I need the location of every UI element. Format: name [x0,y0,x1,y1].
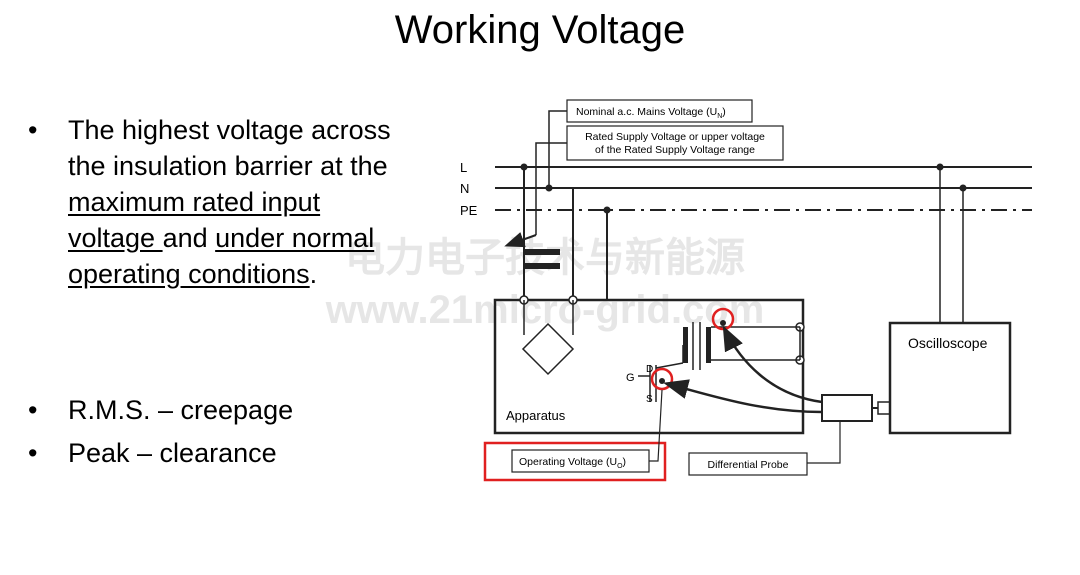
nominal-close: ) [722,106,726,118]
nominal-subscript: N [717,113,722,120]
operating-label: Operating Voltage (U [519,456,617,468]
nominal-voltage-box: Nominal a.c. Mains Voltage (UN) [566,99,753,123]
apparatus-label: Apparatus [506,408,566,423]
rated-label-line-1: Rated Supply Voltage or upper voltage [585,131,765,143]
probe-label: Differential Probe [708,459,789,471]
mains-lines [495,166,1032,211]
bullet-dot: • [28,395,38,425]
watermark-line-2: www.21micro-grid.com [325,288,765,332]
scope-supply-lines [939,167,964,323]
bullet-1-line-1: The highest voltage across [68,115,391,145]
bullet-text-3: Peak – clearance [68,438,277,468]
underlined-phrase: voltage [68,223,163,253]
svg-text:Operating Voltage (UO): Operating Voltage (UO) [519,456,626,470]
bullet-dot: • [28,438,38,468]
bullet-1-line-2: the insulation barrier at the [68,151,388,181]
operating-voltage-highlight [483,441,667,482]
label-l: L [460,160,467,175]
nominal-label: Nominal a.c. Mains Voltage (U [576,106,717,118]
underlined-phrase: under normal [215,223,375,253]
highlight-circle-drain [650,367,674,391]
underlined-phrase: maximum rated input [68,187,321,217]
leader-lines [535,110,567,235]
apparatus-terminals [519,295,805,365]
underlined-phrase: operating conditions [68,259,310,289]
plain-phrase: . [309,259,318,289]
oscilloscope-label: Oscilloscope [908,335,988,351]
bullet-1-line-5: operating conditions. [68,256,391,292]
mosfet [638,345,684,402]
operating-close: ) [623,456,627,468]
source-label: S [646,394,653,405]
gate-label: G [626,372,635,384]
oscilloscope-box: Oscilloscope [888,321,1012,435]
rectifier-bridge [521,300,575,376]
bullet-1-line-3: maximum rated input [68,184,391,220]
operating-voltage-callout: Operating Voltage (UO) [483,389,667,482]
bullet-1-line-4: voltage and under normal [68,220,391,256]
label-pe: PE [460,203,478,218]
bullet-dot: • [28,115,38,145]
supply-connection [504,167,608,300]
watermark-line-1: 电力电子技术与新能源 [345,236,745,280]
transformer [683,322,801,370]
rated-label-line-2: of the Rated Supply Voltage range [595,144,755,156]
rated-voltage-box: Rated Supply Voltage or upper voltage of… [566,125,784,161]
probe-leads [663,325,823,414]
watermark: 电力电子技术与新能源 www.21micro-grid.com [275,232,815,336]
label-n: N [460,181,469,196]
slide-title: Working Voltage [394,8,686,52]
bullet-text-2: R.M.S. – creepage [68,395,294,425]
drain-label: D [646,364,653,375]
svg-text:Nominal a.c. Mains Voltage (UN: Nominal a.c. Mains Voltage (UN) [576,106,726,120]
differential-probe [821,394,891,422]
bullet-text-1: The highest voltage across the insulatio… [68,112,391,292]
operating-subscript: O [617,463,623,470]
plain-phrase: and [162,223,216,253]
probe-label-box: Differential Probe [688,421,841,476]
apparatus-box: Apparatus [493,298,805,435]
node-n [545,184,553,192]
